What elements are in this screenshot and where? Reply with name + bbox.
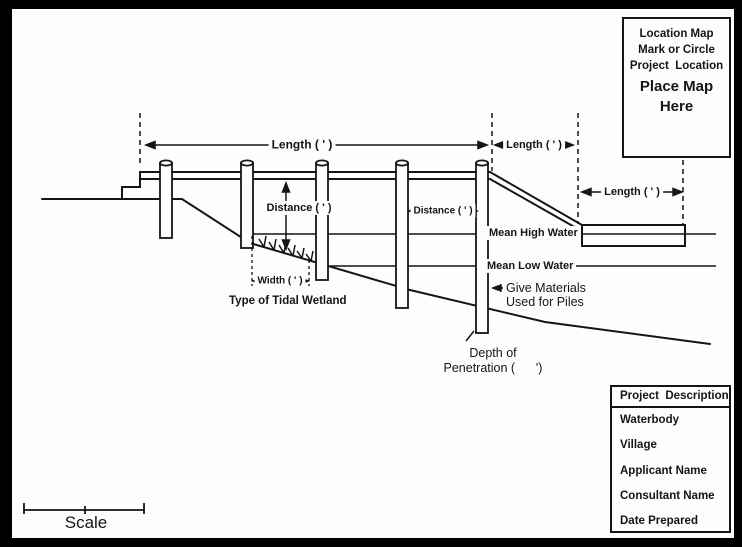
project-description-box: Project Description Waterbody Village Ap…	[610, 385, 731, 533]
pile-4	[395, 162, 409, 309]
length-mid-label: Length ( ' )	[503, 137, 565, 153]
length-main-label: Length ( ' )	[268, 137, 336, 153]
distance-horizontal-label: Distance ( ' )	[410, 204, 476, 218]
scale-label: Scale	[64, 513, 108, 532]
seabed-line	[41, 198, 711, 345]
pile-5	[475, 162, 489, 334]
pile-3-cap	[315, 159, 329, 167]
project-box-row-village: Village	[620, 439, 657, 451]
pile-1-cap	[159, 159, 173, 167]
location-map-box: Location Map Mark or Circle Project Loca…	[622, 17, 731, 158]
floating-dock	[581, 224, 686, 247]
give-materials-line1: Give Materials	[506, 281, 586, 295]
pile-4-cap	[395, 159, 409, 167]
depth-penetration-line1: Depth of	[469, 346, 517, 360]
tidal-wetland-label: Type of Tidal Wetland	[229, 295, 347, 307]
pile-5-cap	[475, 159, 489, 167]
wetland-grass	[258, 235, 314, 262]
ramp	[489, 171, 583, 230]
scale-bar	[23, 503, 145, 514]
project-box-row-consultant: Consultant Name	[620, 490, 715, 502]
pile-2	[240, 162, 254, 249]
shore-steps	[121, 171, 141, 200]
depth-leader	[465, 330, 475, 342]
give-materials-line2: Used for Piles	[506, 295, 584, 309]
mean-high-water-label: Mean High Water	[486, 226, 581, 241]
project-box-row-waterbody: Waterbody	[620, 414, 679, 426]
pile-2-cap	[240, 159, 254, 167]
location-map-line2: Mark or Circle	[638, 44, 715, 56]
width-label: Width ( ' )	[254, 274, 306, 288]
piles	[159, 159, 489, 334]
length-outer-label: Length ( ' )	[601, 184, 663, 200]
pile-3	[315, 162, 329, 281]
depth-penetration-line2: Penetration ( ')	[443, 361, 543, 375]
location-map-line3: Project Location	[629, 60, 724, 72]
pile-1	[159, 162, 173, 239]
place-map-line2: Here	[659, 98, 694, 115]
project-box-row-applicant: Applicant Name	[620, 465, 707, 477]
place-map-line1: Place Map	[639, 78, 714, 95]
project-box-header: Project Description	[612, 387, 729, 408]
project-box-row-date: Date Prepared	[620, 515, 698, 527]
distance-vertical-label: Distance ( ' )	[263, 200, 335, 216]
location-map-line1: Location Map	[639, 28, 714, 40]
mean-low-water-label: Mean Low Water	[484, 259, 577, 274]
